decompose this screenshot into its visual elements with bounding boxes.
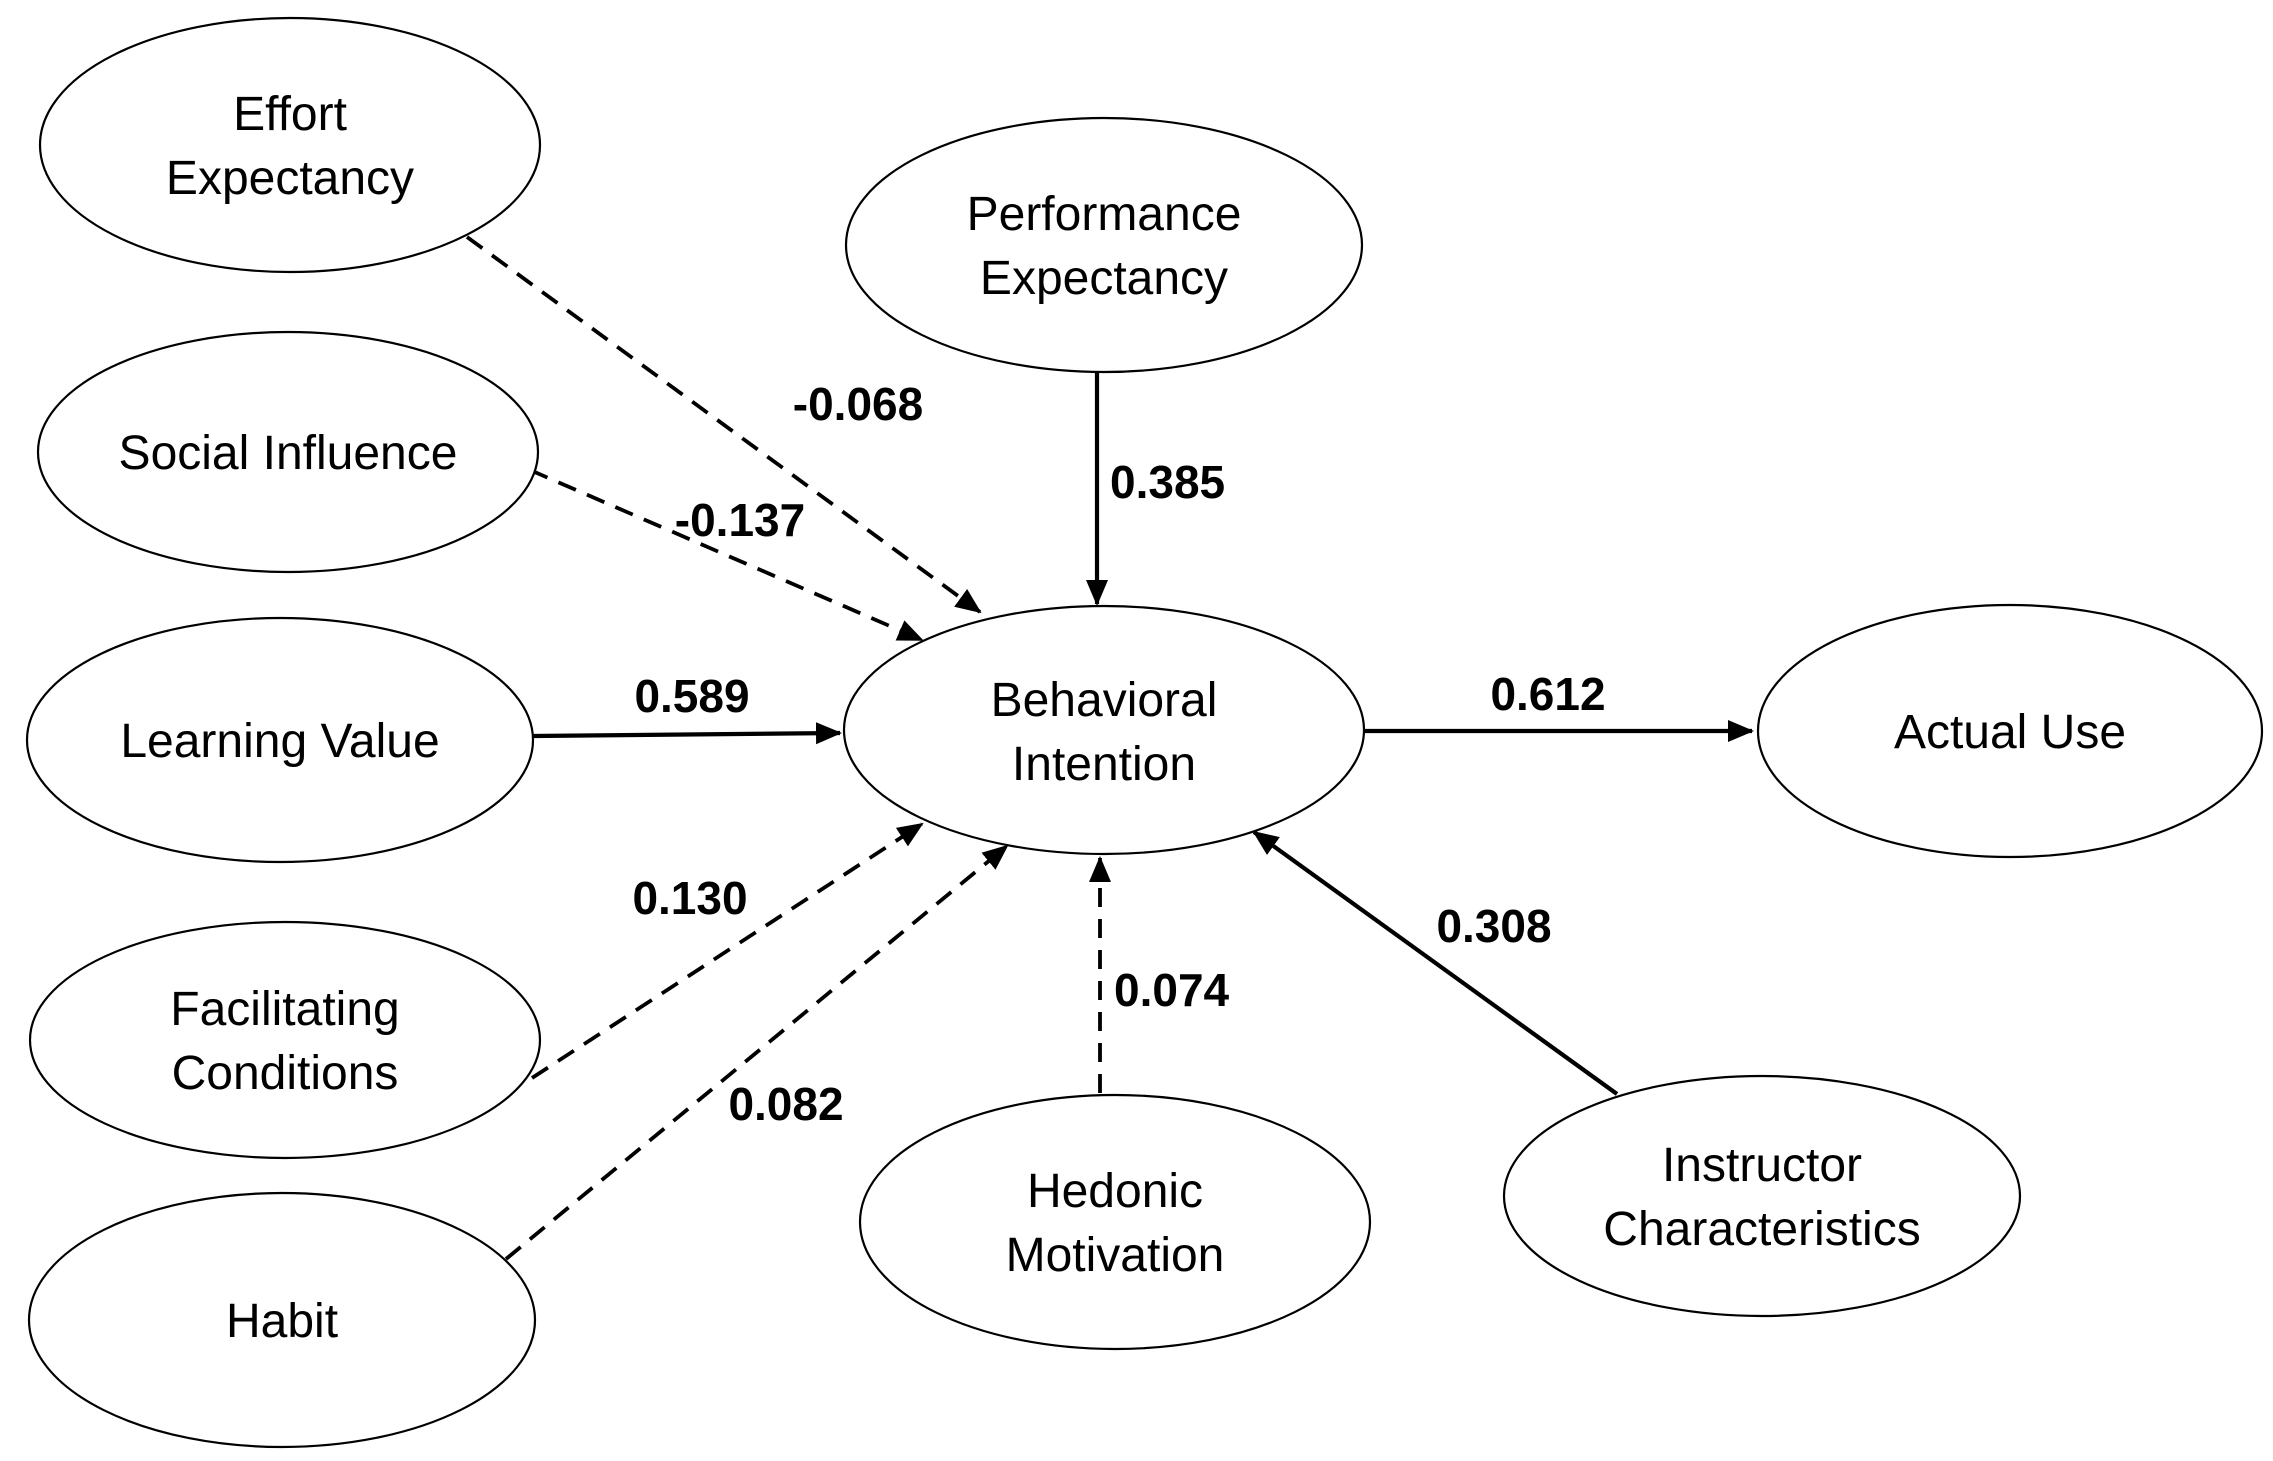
path-coefficient-label: 0.612 xyxy=(1490,668,1605,720)
node-label-line: Intention xyxy=(1012,738,1196,791)
node-learning-value: Learning Value xyxy=(25,616,535,864)
dashed-arrow xyxy=(530,822,924,1080)
path-coefficient-label: 0.385 xyxy=(1110,456,1225,508)
edge-social-influence-to-behavioral-intention: -0.137 xyxy=(529,468,924,642)
ellipse-shape xyxy=(844,116,1364,374)
node-label-line: Expectancy xyxy=(166,152,414,205)
ellipse-shape xyxy=(28,920,542,1160)
ellipse-shape xyxy=(1756,603,2264,859)
node-label-line: Actual Use xyxy=(1894,706,2126,759)
path-coefficient-label: -0.068 xyxy=(793,378,923,430)
node-label-line: Learning Value xyxy=(120,715,439,768)
node-facilitating-conditions: Facilitating Conditions xyxy=(28,920,542,1160)
node-social-influence: Social Influence xyxy=(36,330,540,574)
path-coefficient-label: 0.082 xyxy=(728,1078,843,1130)
edge-learning-value-to-behavioral-intention: 0.589 xyxy=(532,670,842,745)
node-instructor-characteristics: Instructor Characteristics xyxy=(1502,1074,2022,1318)
edge-facilitating-conditions-to-behavioral-intention: 0.130 xyxy=(530,822,924,1080)
dashed-arrow xyxy=(504,844,1009,1261)
dashed-arrow xyxy=(529,468,924,642)
node-hedonic-motivation: Hedonic Motivation xyxy=(858,1093,1372,1351)
edge-hedonic-motivation-to-behavioral-intention: 0.074 xyxy=(1089,856,1230,1093)
edge-habit-to-behavioral-intention: 0.082 xyxy=(504,844,1009,1261)
ellipse-shape xyxy=(38,16,542,274)
node-actual-use: Actual Use xyxy=(1756,603,2264,859)
ellipse-shape xyxy=(25,616,535,864)
node-label-line: Social Influence xyxy=(119,427,458,480)
path-coefficient-label: 0.589 xyxy=(634,670,749,722)
node-label-line: Effort xyxy=(233,88,347,141)
dashed-arrow xyxy=(465,235,982,614)
node-performance-expectancy: Performance Expectancy xyxy=(844,116,1364,374)
node-label-line: Hedonic xyxy=(1027,1165,1203,1218)
node-label-line: Performance xyxy=(967,188,1242,241)
solid-arrow xyxy=(1252,830,1619,1096)
edge-effort-expectancy-to-behavioral-intention: -0.068 xyxy=(465,235,982,614)
path-coefficient-label: -0.137 xyxy=(675,494,805,546)
ellipse-shape xyxy=(36,330,540,574)
node-label-line: Characteristics xyxy=(1603,1203,1920,1256)
edge-behavioral-intention-to-actual-use: 0.612 xyxy=(1364,668,1754,742)
node-label-line: Motivation xyxy=(1006,1229,1225,1282)
node-label-line: Behavioral xyxy=(991,674,1218,727)
solid-arrow xyxy=(532,722,842,745)
path-coefficient-label: 0.074 xyxy=(1114,964,1230,1016)
node-label-line: Conditions xyxy=(172,1047,399,1100)
ellipse-shape xyxy=(1502,1074,2022,1318)
node-habit: Habit xyxy=(27,1191,537,1449)
node-label-line: Instructor xyxy=(1662,1139,1862,1192)
node-label-line: Expectancy xyxy=(980,252,1228,305)
edge-instructor-characteristics-to-behavioral-intention: 0.308 xyxy=(1252,830,1619,1096)
node-effort-expectancy: Effort Expectancy xyxy=(38,16,542,274)
ellipse-shape xyxy=(842,604,1366,856)
edge-performance-expectancy-to-behavioral-intention: 0.385 xyxy=(1086,372,1225,606)
ellipse-shape xyxy=(27,1191,537,1449)
node-label-line: Facilitating xyxy=(170,983,399,1036)
node-behavioral-intention: Behavioral Intention xyxy=(842,604,1366,856)
ellipse-shape xyxy=(858,1093,1372,1351)
path-coefficient-label: 0.130 xyxy=(632,872,747,924)
path-coefficient-label: 0.308 xyxy=(1436,900,1551,952)
node-label-line: Habit xyxy=(226,1295,338,1348)
